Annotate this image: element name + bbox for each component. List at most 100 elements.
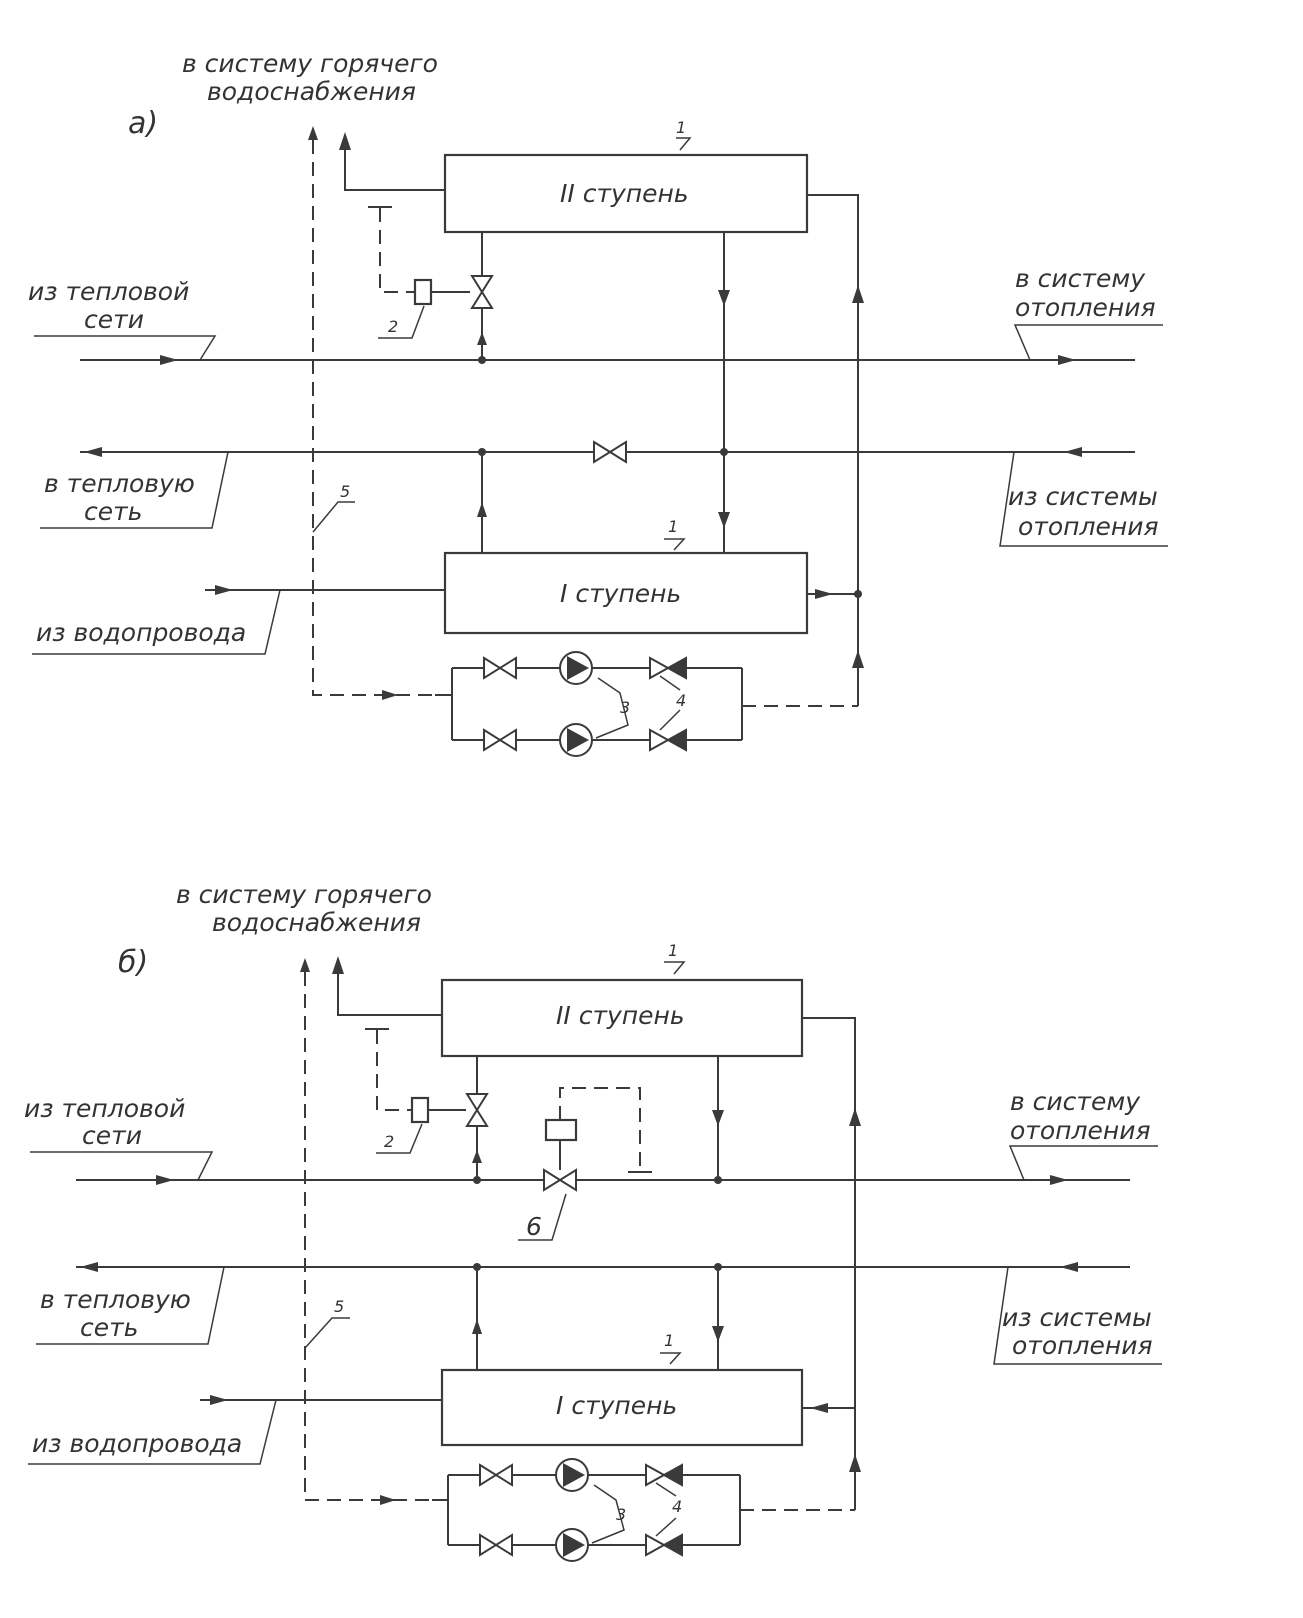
junction [473,1176,481,1184]
callout-leader [376,1123,423,1154]
stage1-label: I ступень [556,1391,677,1420]
arrow-left [84,447,102,457]
flow-regulator-valve [543,1169,577,1191]
heating-bypass-pipe [802,1017,856,1510]
callout-3: 3 [620,698,630,717]
from-heating-line1: из системы [1008,482,1158,511]
pump-icon [559,651,593,685]
arrow-left [810,1403,828,1413]
callout-leader [664,961,686,975]
impulse-line [312,140,435,696]
regulator-actuator [413,278,433,306]
arrow-left [80,1262,98,1272]
label-leader [36,1266,225,1345]
arrow-down [712,1110,724,1126]
pump-inlet-valve [483,657,517,679]
callout-leader [664,538,686,551]
callout-6: 6 [526,1212,542,1241]
stage1-heater [440,1368,804,1447]
pump-icon [555,1458,589,1492]
check-valve-icon [645,1464,683,1486]
hot-water-caption-line2: водоснабжения [212,908,421,937]
to-heat-network-line2: сеть [84,497,142,526]
pump-icon [555,1528,589,1562]
pump-icon [559,723,593,757]
to-heating-line2: отопления [1015,293,1156,322]
arrow-down [712,1326,724,1342]
to-heating-line1: в систему [1010,1087,1141,1116]
heating-bypass-pipe [807,194,859,706]
callout-leader [304,1317,350,1349]
to-heat-network-line1: в тепловую [40,1285,191,1314]
arrow-right [380,1495,396,1505]
check-valve-icon [645,1534,683,1556]
junction [478,356,486,364]
panel-b: в систему горячего водоснабжения б) II с… [24,880,1162,1562]
callout-leader [595,677,629,739]
callout-4: 4 [676,691,686,710]
label-leader [40,451,229,529]
stage2-label: II ступень [560,179,689,208]
to-heat-network-line2: сеть [80,1313,138,1342]
stage1-heater [443,551,809,635]
from-heat-network-line1: из тепловой [28,277,189,306]
stage2-heater [440,978,804,1058]
callout-leader [518,1193,567,1241]
arrow-up [849,1454,861,1472]
pump-inlet-valve [483,729,517,751]
label-leader [30,1151,214,1181]
regulator-actuator [410,1096,430,1124]
panel-a: в систему горячего водоснабжения а) II с… [28,49,1168,757]
arrow-up [852,650,864,668]
shutoff-valve [593,441,627,463]
arrow-right [156,1175,174,1185]
arrow-right [815,589,833,599]
callout-5: 5 [334,1297,344,1316]
junction [720,448,728,456]
from-heating-line2: отопления [1018,512,1159,541]
callout-2: 2 [384,1132,394,1151]
arrow-down [718,290,730,306]
callout-4: 4 [672,1497,682,1516]
arrow-right [210,1395,228,1405]
callout-leader [591,1484,625,1544]
check-valve-icon [649,657,687,679]
pump-inlet-valve [479,1534,513,1556]
pump-inlet-valve [479,1464,513,1486]
from-heating-line1: из системы [1002,1303,1152,1332]
callout-leader [676,137,692,151]
callout-1-bottom: 1 [668,517,678,536]
from-heat-network-line1: из тепловой [24,1094,185,1123]
control-valve [471,275,493,309]
label-leader [32,589,281,655]
arrow-right [382,690,398,700]
junction [714,1176,722,1184]
flow-regulator-actuator [544,1118,578,1142]
flow-regulator-impulse [559,1087,641,1170]
hot-water-caption-line1: в систему горячего [182,49,438,78]
regulator-impulse [379,208,415,293]
panel-label: а) [128,106,158,141]
arrow-right [1058,355,1076,365]
hot-water-pipe [344,138,445,191]
junction [854,590,862,598]
regulator-impulse [376,1030,412,1111]
arrow-up [332,956,344,974]
callout-leader [655,1482,677,1537]
arrow-down [718,512,730,528]
check-valve-icon [649,729,687,751]
from-water-supply: из водопровода [32,1429,242,1458]
arrow-left [1060,1262,1078,1272]
hot-water-pipe [337,962,442,1016]
arrow-up [472,1150,482,1163]
pump-manifold [435,667,743,741]
arrow-up [477,502,487,517]
to-heating-line2: отопления [1010,1116,1151,1145]
arrow-up [852,285,864,303]
arrow-up [308,126,318,140]
callout-leader [659,675,681,731]
arrow-up [339,132,351,150]
callout-2: 2 [388,317,398,336]
callout-leader [378,305,425,339]
